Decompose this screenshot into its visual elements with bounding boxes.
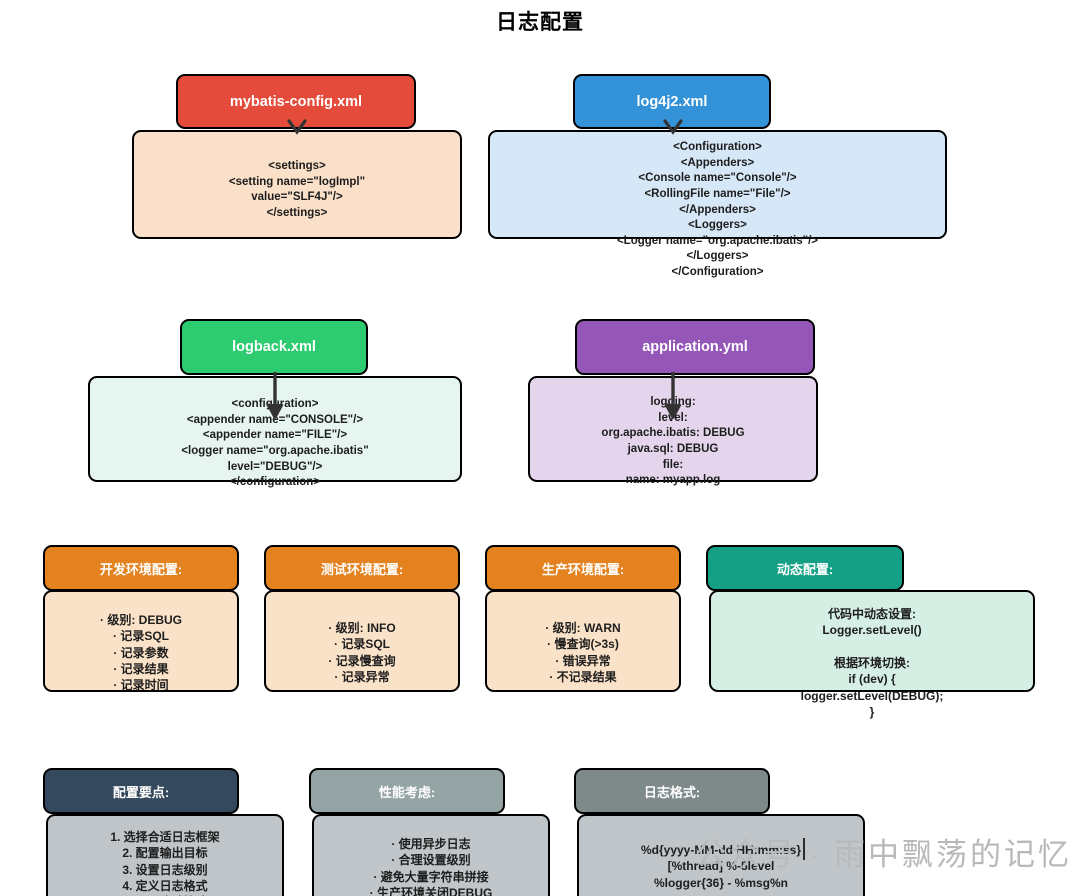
- card-body-application-yml: logging: level: org.apache.ibatis: DEBUG…: [528, 376, 818, 486]
- card-header-prod-env-config[interactable]: 生产环境配置:: [485, 545, 681, 591]
- card-body-dynamic-config: 代码中动态设置: Logger.setLevel() 根据环境切换: if (d…: [709, 590, 1035, 719]
- card-header-test-env-config[interactable]: 测试环境配置:: [264, 545, 460, 591]
- watermark-caret: [803, 838, 805, 860]
- card-body-logback-xml: <configuration> <appender name="CONSOLE"…: [88, 376, 462, 488]
- card-body-dev-env-config: · 级别: DEBUG · 记录SQL · 记录参数 · 记录结果 · 记录时间: [43, 590, 239, 692]
- card-header-log-format[interactable]: 日志格式:: [574, 768, 770, 814]
- card-header-application-yml[interactable]: application.yml: [575, 319, 815, 375]
- card-body-log-format: %d{yyyy-MM-dd HH:mm:ss} [%thread] %-5lev…: [577, 814, 865, 896]
- card-body-config-key-points: 1. 选择合适日志框架 2. 配置输出目标 3. 设置日志级别 4. 定义日志格…: [46, 814, 284, 896]
- card-header-config-key-points[interactable]: 配置要点:: [43, 768, 239, 814]
- card-header-logback-xml[interactable]: logback.xml: [180, 319, 368, 375]
- card-body-performance-considerations: · 使用异步日志 · 合理设置级别 · 避免大量字符串拼接 · 生产环境关闭DE…: [312, 814, 550, 896]
- watermark-text: 公众号 · 雨中飘荡的记忆: [695, 837, 1072, 872]
- card-body-prod-env-config: · 级别: WARN · 慢查询(>3s) · 错误异常 · 不记录结果: [485, 590, 681, 692]
- card-header-log4j2-xml[interactable]: log4j2.xml: [573, 74, 771, 129]
- card-header-dev-env-config[interactable]: 开发环境配置:: [43, 545, 239, 591]
- page-title: 日志配置: [496, 11, 584, 34]
- card-header-mybatis-config-xml[interactable]: mybatis-config.xml: [176, 74, 416, 129]
- card-body-test-env-config: · 级别: INFO · 记录SQL · 记录慢查询 · 记录异常: [264, 590, 460, 692]
- card-body-mybatis-config-xml: <settings> <setting name="logImpl" value…: [132, 130, 462, 239]
- card-body-log4j2-xml: <Configuration> <Appenders> <Console nam…: [488, 130, 947, 278]
- card-header-performance-considerations[interactable]: 性能考虑:: [309, 768, 505, 814]
- card-header-dynamic-config[interactable]: 动态配置:: [706, 545, 904, 591]
